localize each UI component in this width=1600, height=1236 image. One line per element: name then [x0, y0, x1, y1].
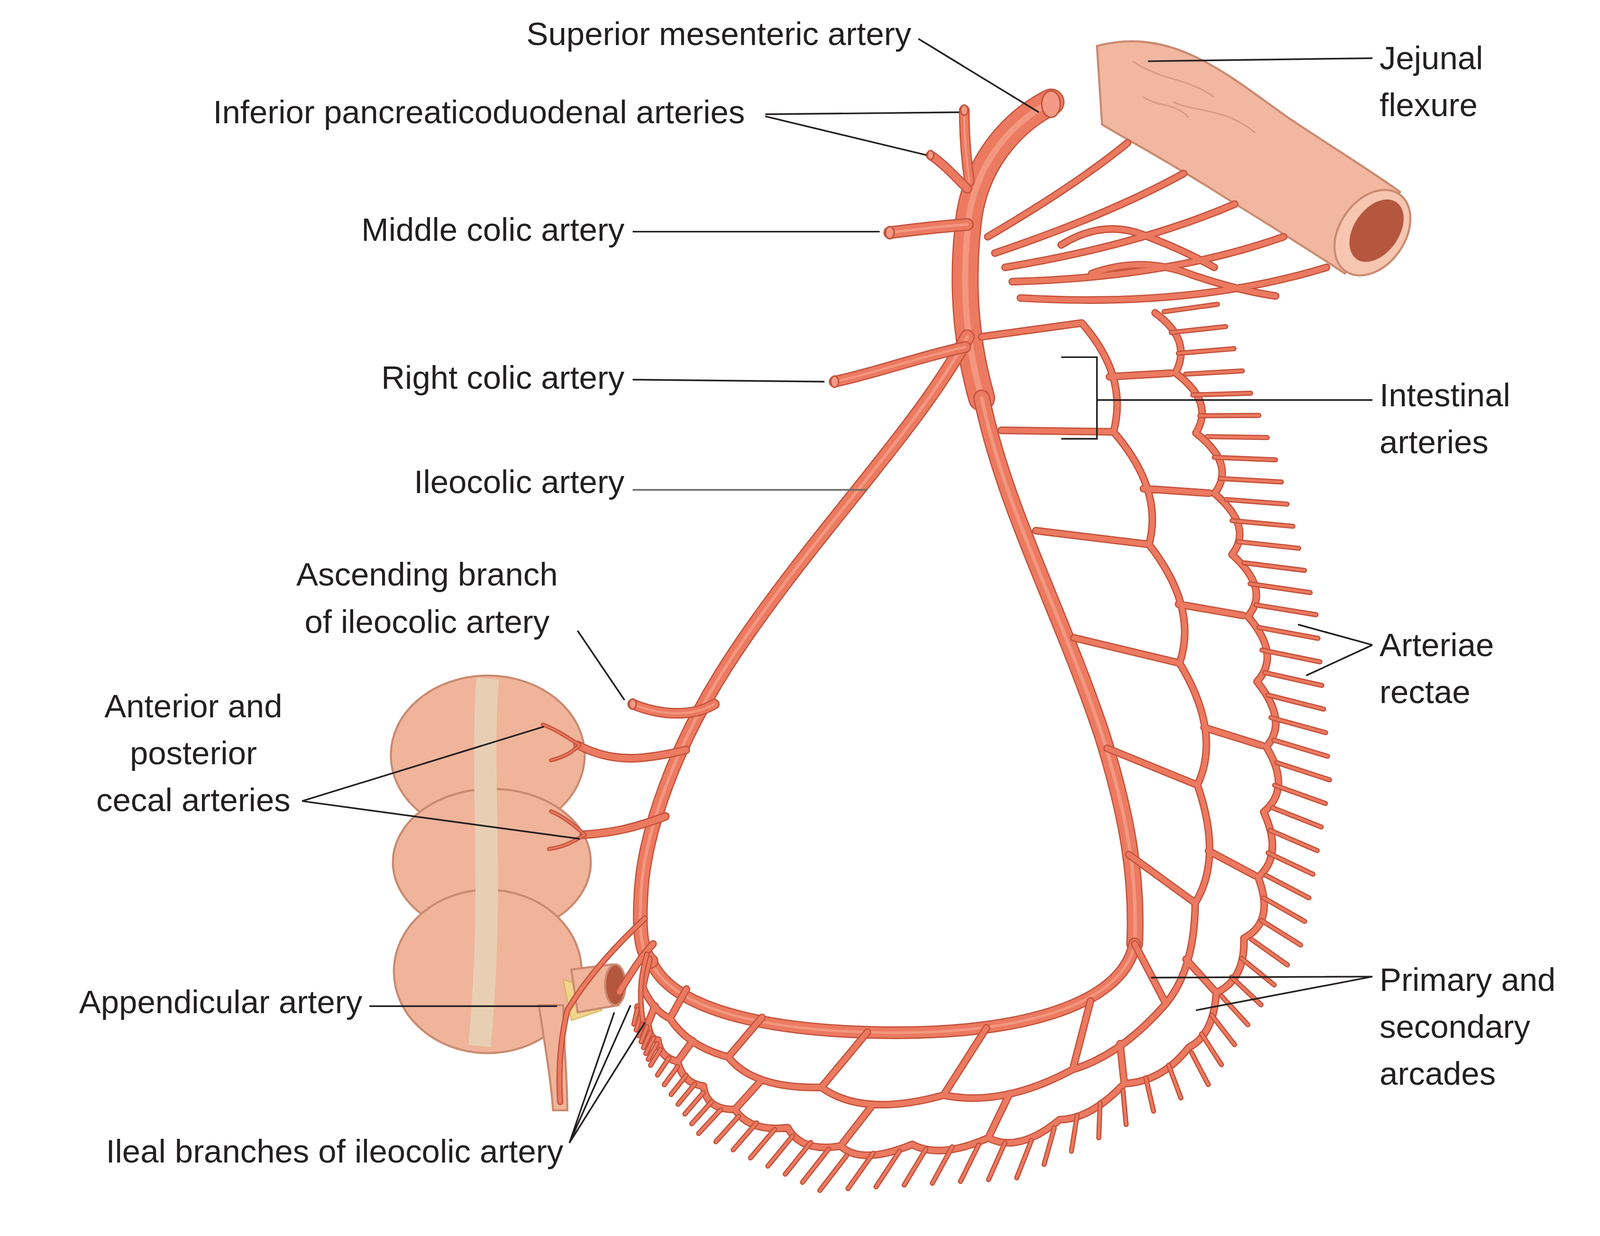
leader-line — [632, 230, 880, 233]
appendicular-artery — [559, 918, 645, 1102]
middle-colic-artery — [889, 224, 968, 233]
terminal-loop — [650, 943, 1135, 1033]
artery-highlight — [640, 336, 968, 961]
cecal-artery — [577, 744, 686, 759]
artery-cut-end — [1041, 91, 1061, 118]
leader-line — [1147, 58, 1373, 62]
part-label: Ileocolic artery — [413, 457, 625, 505]
artery-cut-end — [927, 150, 934, 160]
cecal-twigs — [542, 724, 585, 850]
leader-line — [577, 630, 625, 700]
arteria-recta — [633, 304, 1330, 1191]
ileocolic-artery — [640, 336, 968, 961]
superior-mesenteric-artery — [981, 397, 1136, 944]
artery-highlight — [889, 224, 968, 233]
right-colic-artery — [834, 347, 966, 382]
part-label: Arteriae rectae — [1379, 621, 1528, 716]
leader-line — [1151, 976, 1373, 1011]
part-label: Primary and secondary arcades — [1379, 956, 1589, 1098]
artery-cut-end — [830, 375, 839, 388]
part-label: Anterior and posterior cecal arteries — [88, 682, 298, 824]
appendicular-artery — [559, 918, 645, 1102]
leader-line — [1061, 356, 1373, 439]
pancreaticoduodenal-artery — [930, 155, 968, 189]
artery-cut-end — [629, 698, 637, 710]
ileal-branch — [619, 943, 654, 992]
artery-highlight — [650, 943, 1135, 1033]
part-label: Middle colic artery — [361, 206, 625, 254]
superior-mesenteric-artery — [981, 397, 1136, 944]
terminal-loop — [650, 943, 1135, 1033]
pancreaticoduodenal-artery — [964, 109, 970, 182]
jejunal-artery — [987, 142, 1327, 300]
ascending-branch — [632, 704, 715, 714]
jejunal-artery — [987, 142, 1327, 300]
part-label: Ileal branches of ileocolic artery — [105, 1127, 564, 1175]
middle-colic-artery — [889, 224, 968, 233]
part-label: Appendicular artery — [79, 978, 363, 1026]
cecal-artery — [583, 816, 666, 835]
leader-line — [632, 379, 825, 382]
arcade — [637, 312, 1279, 1156]
part-label: Intestinal arteries — [1379, 371, 1559, 466]
ileal-branch — [640, 954, 648, 1021]
ileal-branch — [640, 954, 648, 1021]
leader-line — [632, 488, 868, 491]
part-label: Ascending branch of ileocolic artery — [286, 550, 568, 645]
cecal-twigs — [542, 724, 585, 850]
leader-line — [369, 1005, 558, 1007]
part-label: Right colic artery — [381, 354, 625, 402]
jejunum-opening — [1318, 175, 1427, 290]
jejunum-lumen — [1338, 189, 1416, 272]
part-label: Superior mesenteric artery — [526, 10, 912, 58]
cecal-artery — [577, 744, 686, 759]
artery-highlight — [834, 347, 966, 382]
arteria-recta — [633, 304, 1330, 1191]
jejunum-vessels — [1132, 61, 1255, 133]
part-label: Jejunal flexure — [1379, 34, 1533, 129]
ileal-branch — [619, 943, 654, 992]
pancreaticoduodenal-artery — [964, 109, 970, 182]
leader-line — [918, 38, 1039, 113]
leader-line — [765, 112, 960, 156]
leader-line — [569, 1005, 645, 1143]
taenia-coli — [479, 678, 488, 1046]
cecal-artery — [583, 816, 666, 835]
artery-highlight — [632, 704, 715, 714]
pancreaticoduodenal-artery — [930, 155, 968, 189]
artery-highlight — [964, 109, 970, 182]
leader-line — [301, 726, 580, 840]
ascending-branch — [632, 704, 715, 714]
arcade — [637, 312, 1279, 1156]
artery-highlight — [981, 397, 1136, 944]
artery-cut-end — [885, 226, 895, 239]
part-label: Inferior pancreaticoduodenal arteries — [212, 88, 745, 136]
vessels — [542, 91, 1330, 1191]
leader-line — [1298, 624, 1373, 676]
artery-cut-end — [960, 105, 969, 116]
ileocolic-artery — [640, 336, 968, 961]
right-colic-artery — [834, 347, 966, 382]
